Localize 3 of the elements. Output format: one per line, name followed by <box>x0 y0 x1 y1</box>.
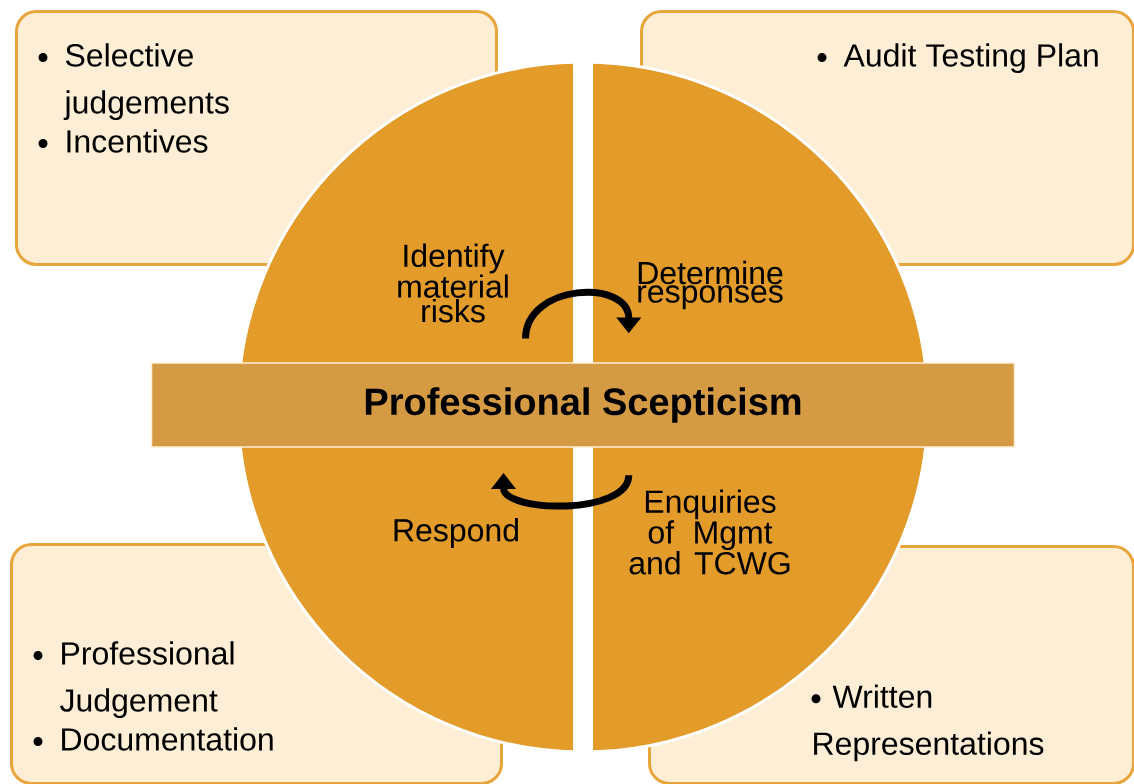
circle-quadrant: Identify material risks <box>241 63 573 363</box>
curved-arrow <box>522 288 642 340</box>
title-band: Professional Scepticism <box>150 362 1016 448</box>
